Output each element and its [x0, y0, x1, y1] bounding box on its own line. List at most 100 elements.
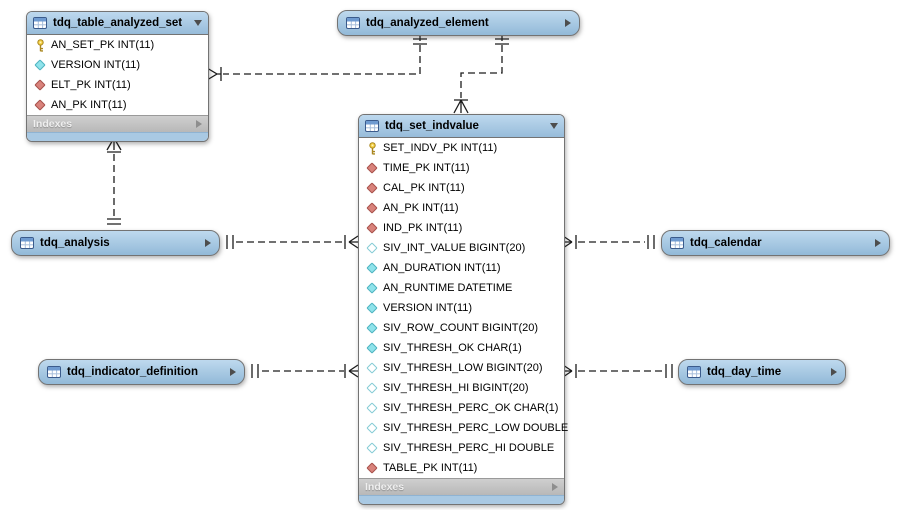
column-row[interactable]: SET_INDV_PK INT(11): [359, 138, 564, 158]
rel-day-time-to-set-indvalue[interactable]: [562, 364, 673, 378]
collapse-triangle-icon[interactable]: [194, 20, 202, 26]
column-label: SIV_THRESH_LOW BIGINT(20): [383, 362, 543, 374]
indexes-label: Indexes: [33, 118, 73, 130]
table-header[interactable]: tdq_table_analyzed_set: [27, 12, 208, 35]
expand-triangle-icon[interactable]: [230, 368, 236, 376]
column-row[interactable]: SIV_THRESH_PERC_OK CHAR(1): [359, 398, 564, 418]
cyan-diamond-outline-icon: [366, 382, 378, 394]
column-row[interactable]: CAL_PK INT(11): [359, 178, 564, 198]
column-row[interactable]: TIME_PK INT(11): [359, 158, 564, 178]
column-row[interactable]: SIV_THRESH_PERC_HI DOUBLE: [359, 438, 564, 458]
column-row[interactable]: ELT_PK INT(11): [27, 75, 208, 95]
rel-indicator-definition-to-set-indvalue[interactable]: [251, 364, 359, 378]
column-row[interactable]: AN_DURATION INT(11): [359, 258, 564, 278]
column-label: AN_PK INT(11): [51, 99, 127, 111]
column-row[interactable]: SIV_ROW_COUNT BIGINT(20): [359, 318, 564, 338]
table-tdq_analysis[interactable]: tdq_analysis: [11, 230, 220, 256]
expand-triangle-icon[interactable]: [875, 239, 881, 247]
column-label: SIV_THRESH_PERC_OK CHAR(1): [383, 402, 559, 414]
red-diamond-icon: [366, 202, 378, 214]
rel-analyzed-element-to-table-analyzed-set[interactable]: [206, 34, 427, 81]
column-label: TIME_PK INT(11): [383, 162, 470, 174]
column-row[interactable]: AN_PK INT(11): [27, 95, 208, 115]
red-diamond-icon: [366, 222, 378, 234]
red-diamond-icon: [366, 162, 378, 174]
table-grid-icon: [20, 237, 34, 249]
expand-triangle-icon[interactable]: [831, 368, 837, 376]
column-label: CAL_PK INT(11): [383, 182, 465, 194]
column-row[interactable]: TABLE_PK INT(11): [359, 458, 564, 478]
cyan-diamond-icon: [366, 342, 378, 354]
column-row[interactable]: VERSION INT(11): [359, 298, 564, 318]
cyan-diamond-outline-icon: [366, 422, 378, 434]
column-list: AN_SET_PK INT(11) VERSION INT(11) ELT_PK…: [27, 35, 208, 115]
table-title: tdq_analysis: [40, 237, 110, 249]
collapse-triangle-icon[interactable]: [550, 123, 558, 129]
column-label: TABLE_PK INT(11): [383, 462, 478, 474]
cyan-diamond-icon: [366, 262, 378, 274]
table-tdq_set_indvalue[interactable]: tdq_set_indvalue SET_INDV_PK INT(11) TIM…: [358, 114, 568, 505]
column-row[interactable]: SIV_THRESH_LOW BIGINT(20): [359, 358, 564, 378]
table-title: tdq_analyzed_element: [366, 17, 489, 29]
column-row[interactable]: IND_PK INT(11): [359, 218, 564, 238]
column-label: SIV_THRESH_PERC_LOW DOUBLE: [383, 422, 569, 434]
expand-triangle-icon: [196, 120, 202, 128]
expand-triangle-icon[interactable]: [205, 239, 211, 247]
column-row[interactable]: AN_PK INT(11): [359, 198, 564, 218]
cyan-diamond-outline-icon: [366, 362, 378, 374]
cyan-diamond-outline-icon: [366, 242, 378, 254]
table-grid-icon: [33, 17, 47, 29]
indexes-label: Indexes: [365, 481, 405, 493]
cyan-diamond-icon: [366, 282, 378, 294]
column-label: SET_INDV_PK INT(11): [383, 142, 498, 154]
table-bottom-bar: [359, 495, 564, 504]
table-header[interactable]: tdq_set_indvalue: [359, 115, 564, 138]
rel-analysis-to-set-indvalue[interactable]: [226, 235, 359, 249]
red-diamond-icon: [366, 462, 378, 474]
table-tdq_table_analyzed_set[interactable]: tdq_table_analyzed_set AN_SET_PK INT(11)…: [26, 11, 209, 142]
rel-analyzed-element-to-set-indvalue[interactable]: [453, 34, 509, 114]
expand-triangle-icon: [552, 483, 558, 491]
column-label: AN_SET_PK INT(11): [51, 39, 155, 51]
column-row[interactable]: SIV_THRESH_PERC_LOW DOUBLE: [359, 418, 568, 438]
column-label: VERSION INT(11): [383, 302, 473, 314]
red-diamond-icon: [366, 182, 378, 194]
column-label: IND_PK INT(11): [383, 222, 463, 234]
table-grid-icon: [687, 366, 701, 378]
table-title: tdq_set_indvalue: [385, 120, 479, 132]
primary-key-icon: [366, 141, 378, 155]
indexes-footer[interactable]: Indexes: [27, 115, 208, 132]
table-title: tdq_indicator_definition: [67, 366, 198, 378]
column-row[interactable]: SIV_THRESH_HI BIGINT(20): [359, 378, 564, 398]
table-tdq_calendar[interactable]: tdq_calendar: [661, 230, 890, 256]
column-label: VERSION INT(11): [51, 59, 141, 71]
column-label: AN_RUNTIME DATETIME: [383, 282, 513, 294]
column-label: SIV_THRESH_OK CHAR(1): [383, 342, 522, 354]
column-label: SIV_THRESH_PERC_HI DOUBLE: [383, 442, 555, 454]
cyan-diamond-outline-icon: [366, 442, 378, 454]
column-row[interactable]: AN_SET_PK INT(11): [27, 35, 208, 55]
column-row[interactable]: VERSION INT(11): [27, 55, 208, 75]
expand-triangle-icon[interactable]: [565, 19, 571, 27]
table-tdq_day_time[interactable]: tdq_day_time: [678, 359, 846, 385]
cyan-diamond-outline-icon: [366, 402, 378, 414]
column-row[interactable]: SIV_INT_VALUE BIGINT(20): [359, 238, 564, 258]
column-label: AN_PK INT(11): [383, 202, 459, 214]
table-grid-icon: [670, 237, 684, 249]
table-tdq_analyzed_element[interactable]: tdq_analyzed_element: [337, 10, 580, 36]
rel-analysis-to-table-analyzed-set[interactable]: [106, 137, 122, 225]
primary-key-icon: [34, 38, 46, 52]
table-title: tdq_day_time: [707, 366, 782, 378]
column-label: SIV_ROW_COUNT BIGINT(20): [383, 322, 539, 334]
column-label: ELT_PK INT(11): [51, 79, 131, 91]
column-label: SIV_THRESH_HI BIGINT(20): [383, 382, 529, 394]
red-diamond-icon: [34, 99, 46, 111]
column-row[interactable]: AN_RUNTIME DATETIME: [359, 278, 564, 298]
column-label: SIV_INT_VALUE BIGINT(20): [383, 242, 526, 254]
column-row[interactable]: SIV_THRESH_OK CHAR(1): [359, 338, 564, 358]
indexes-footer[interactable]: Indexes: [359, 478, 564, 495]
rel-calendar-to-set-indvalue[interactable]: [562, 235, 655, 249]
table-tdq_indicator_definition[interactable]: tdq_indicator_definition: [38, 359, 245, 385]
